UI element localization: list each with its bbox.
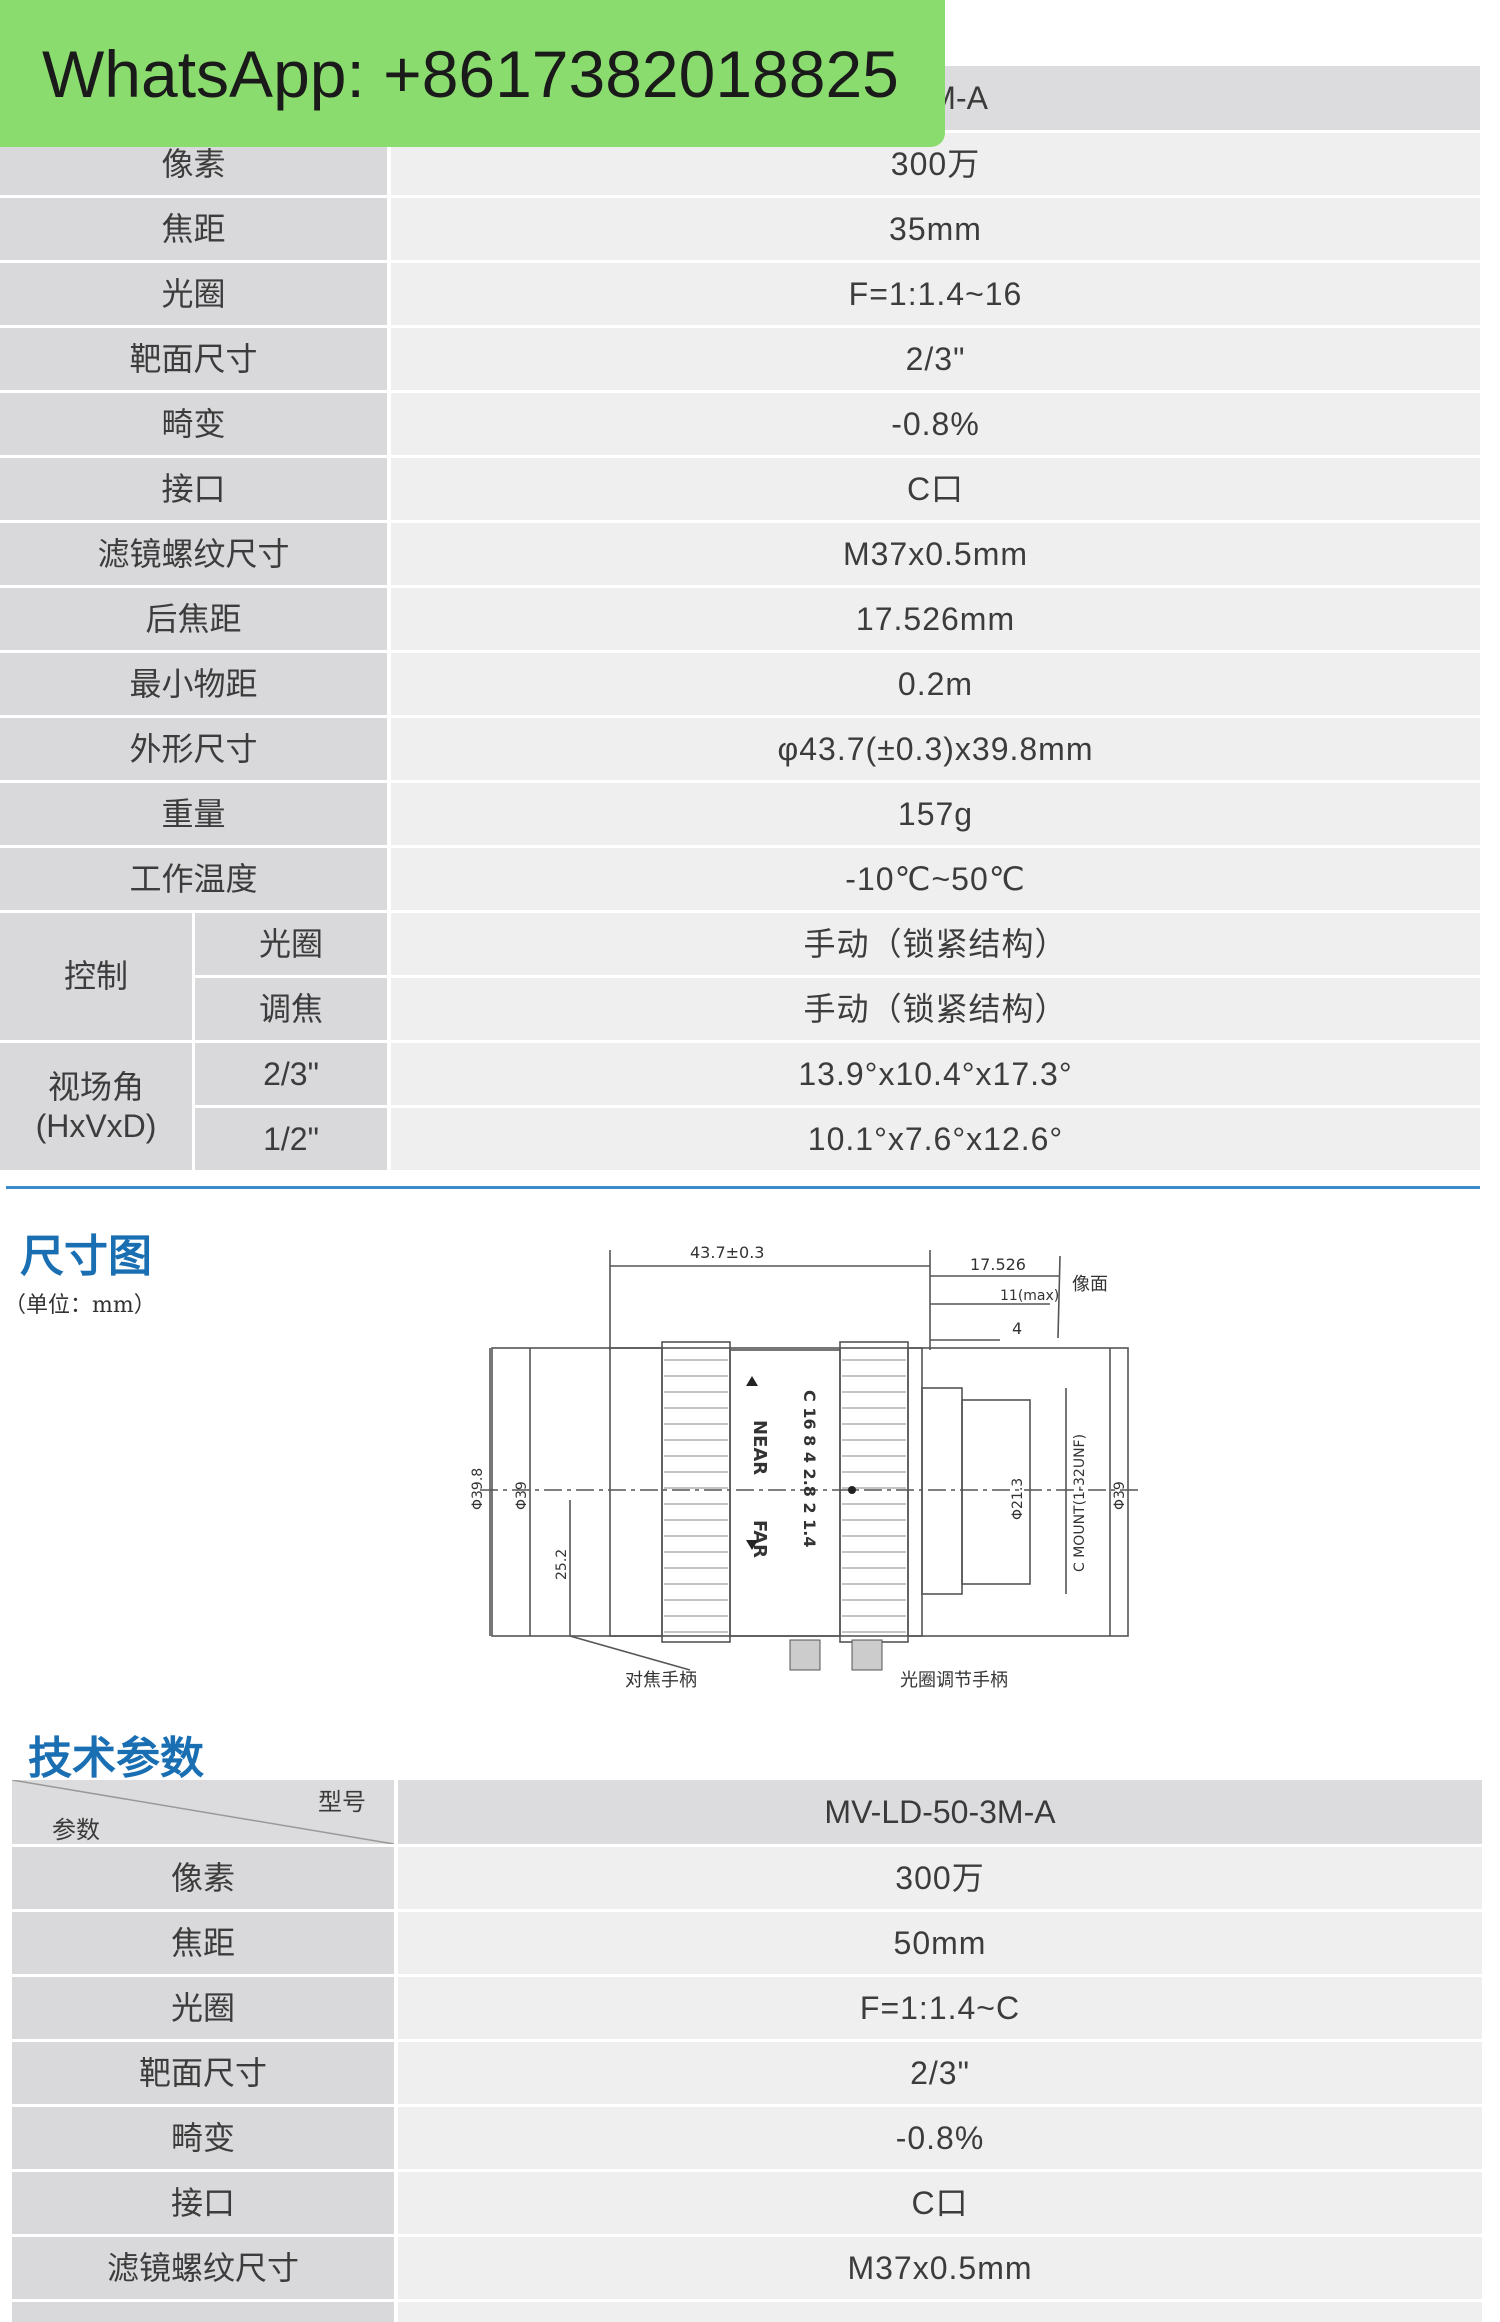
dim-dia-39-right: Φ39	[1112, 1481, 1128, 1510]
spec-value: 17.526mm	[391, 588, 1480, 650]
spec-value: 300万	[398, 1847, 1482, 1909]
dim-dia-213: Φ21.3	[1010, 1478, 1026, 1520]
spec-label: 靶面尺寸	[0, 328, 387, 390]
control-value: 手动（锁紧结构）	[391, 978, 1480, 1040]
spec-value: 35mm	[391, 198, 1480, 260]
spec-value: 0.2m	[391, 653, 1480, 715]
spec-value-partial	[398, 2302, 1482, 2322]
spec-label: 外形尺寸	[0, 718, 387, 780]
spec-label: 畸变	[12, 2107, 394, 2169]
spec-label: 重量	[0, 783, 387, 845]
spec-value: 2/3"	[391, 328, 1480, 390]
spec-label: 焦距	[0, 198, 387, 260]
spec-label: 滤镜螺纹尺寸	[12, 2237, 394, 2299]
spec-label: 靶面尺寸	[12, 2042, 394, 2104]
dim-iris-handle: 光圈调节手柄	[900, 1670, 1008, 1691]
table2-model-text: MV-LD-50-3M-A	[824, 1793, 1056, 1830]
spec-value: C口	[391, 458, 1480, 520]
table2-model-cell: MV-LD-50-3M-A	[398, 1780, 1482, 1844]
spec-label: 工作温度	[0, 848, 387, 910]
spec-label: 像素	[12, 1847, 394, 1909]
dim-far: FAR	[749, 1520, 770, 1558]
spec-value: 157g	[391, 783, 1480, 845]
spec-label: 滤镜螺纹尺寸	[0, 523, 387, 585]
spec-value: 2/3"	[398, 2042, 1482, 2104]
spec-label: 畸变	[0, 393, 387, 455]
spec-value: -0.8%	[391, 393, 1480, 455]
fov-label-line1: 视场角	[47, 1068, 144, 1107]
diagonal-split	[12, 1780, 394, 1844]
control-sub-label: 调焦	[195, 978, 387, 1040]
dim-252: 25.2	[554, 1549, 570, 1580]
spec-label: 后焦距	[0, 588, 387, 650]
spec-value: M37x0.5mm	[391, 523, 1480, 585]
banner-text: WhatsApp: +8617382018825	[42, 36, 899, 111]
control-value: 手动（锁紧结构）	[391, 913, 1480, 975]
dim-max-11: 11(max)	[1000, 1288, 1059, 1304]
spec-value: -10℃~50℃	[391, 848, 1480, 910]
spec-value: φ43.7(±0.3)x39.8mm	[391, 718, 1480, 780]
spec-label: 最小物距	[0, 653, 387, 715]
spec-label: 接口	[0, 458, 387, 520]
fov-sub-label: 2/3"	[195, 1043, 387, 1105]
dim-image-plane: 像面	[1072, 1274, 1108, 1295]
dim-aperture-scale: C 16 8 4 2.8 2 1.4	[800, 1390, 819, 1548]
spec-value: -0.8%	[398, 2107, 1482, 2169]
dimension-title: 尺寸图	[20, 1231, 152, 1282]
section-divider	[6, 1186, 1480, 1189]
fov-value: 10.1°x7.6°x12.6°	[391, 1108, 1480, 1170]
table2-header-param: 参数	[52, 1816, 100, 1844]
dim-dia-398: Φ39.8	[470, 1468, 486, 1510]
whatsapp-banner: WhatsApp: +8617382018825	[0, 0, 945, 147]
spec-label: 焦距	[12, 1912, 394, 1974]
tech-params-title: 技术参数	[28, 1733, 204, 1784]
fov-group-label: 视场角(HxVxD)	[0, 1043, 192, 1170]
dim-back-focus: 17.526	[970, 1255, 1026, 1274]
spec-label: 接口	[12, 2172, 394, 2234]
control-group-label: 控制	[0, 913, 192, 1040]
lens-dimension-drawing: 43.7±0.3 17.526 像面 11(max) 4 Φ39.8 Φ39 2…	[470, 1243, 1140, 1691]
spec-label: 光圈	[12, 1977, 394, 2039]
spec-value: F=1:1.4~16	[391, 263, 1480, 325]
fov-label-line2: (HxVxD)	[35, 1107, 157, 1144]
spec-value: C口	[398, 2172, 1482, 2234]
dim-4: 4	[1012, 1319, 1022, 1338]
spec-label-partial	[12, 2302, 394, 2322]
spec-value: M37x0.5mm	[398, 2237, 1482, 2299]
dim-top-width: 43.7±0.3	[690, 1243, 764, 1262]
dim-mount: C MOUNT(1-32UNF)	[1072, 1434, 1088, 1572]
fov-sub-label: 1/2"	[195, 1108, 387, 1170]
table2-header-left: 参数 型号	[12, 1780, 394, 1844]
control-sub-label: 光圈	[195, 913, 387, 975]
spec-value: 50mm	[398, 1912, 1482, 1974]
dim-near: NEAR	[749, 1420, 770, 1475]
spec-value: F=1:1.4~C	[398, 1977, 1482, 2039]
dim-dia-39-left: Φ39	[514, 1481, 530, 1510]
dim-focus-handle: 对焦手柄	[625, 1670, 697, 1691]
spec-label: 光圈	[0, 263, 387, 325]
dimension-unit-note: （单位：mm）	[4, 1293, 156, 1318]
table2-header-model-label: 型号	[318, 1788, 366, 1816]
fov-value: 13.9°x10.4°x17.3°	[391, 1043, 1480, 1105]
